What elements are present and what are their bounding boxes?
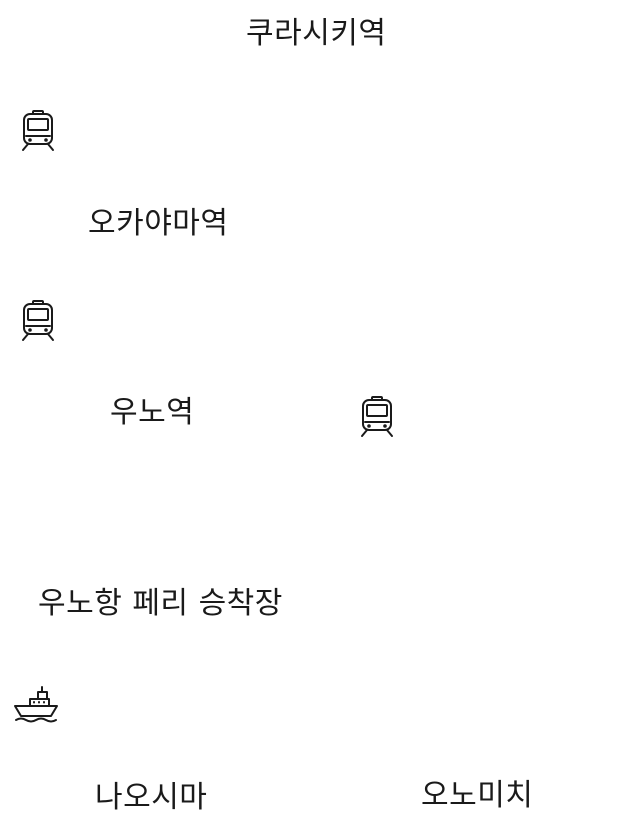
onomichi-label: 오노미치: [421, 778, 534, 813]
train-icon: [21, 110, 55, 152]
naoshima-label: 나오시마: [95, 780, 208, 815]
okayama-station-label: 오카야마역: [88, 206, 229, 241]
uno-station-label: 우노역: [110, 395, 195, 430]
kurashiki-station-label: 쿠라시키역: [246, 16, 387, 51]
uno-port-ferry-terminal-label: 우노항 페리 승착장: [38, 586, 283, 621]
train-icon: [21, 300, 55, 342]
train-icon: [360, 396, 394, 438]
ferry-icon: [13, 685, 61, 725]
